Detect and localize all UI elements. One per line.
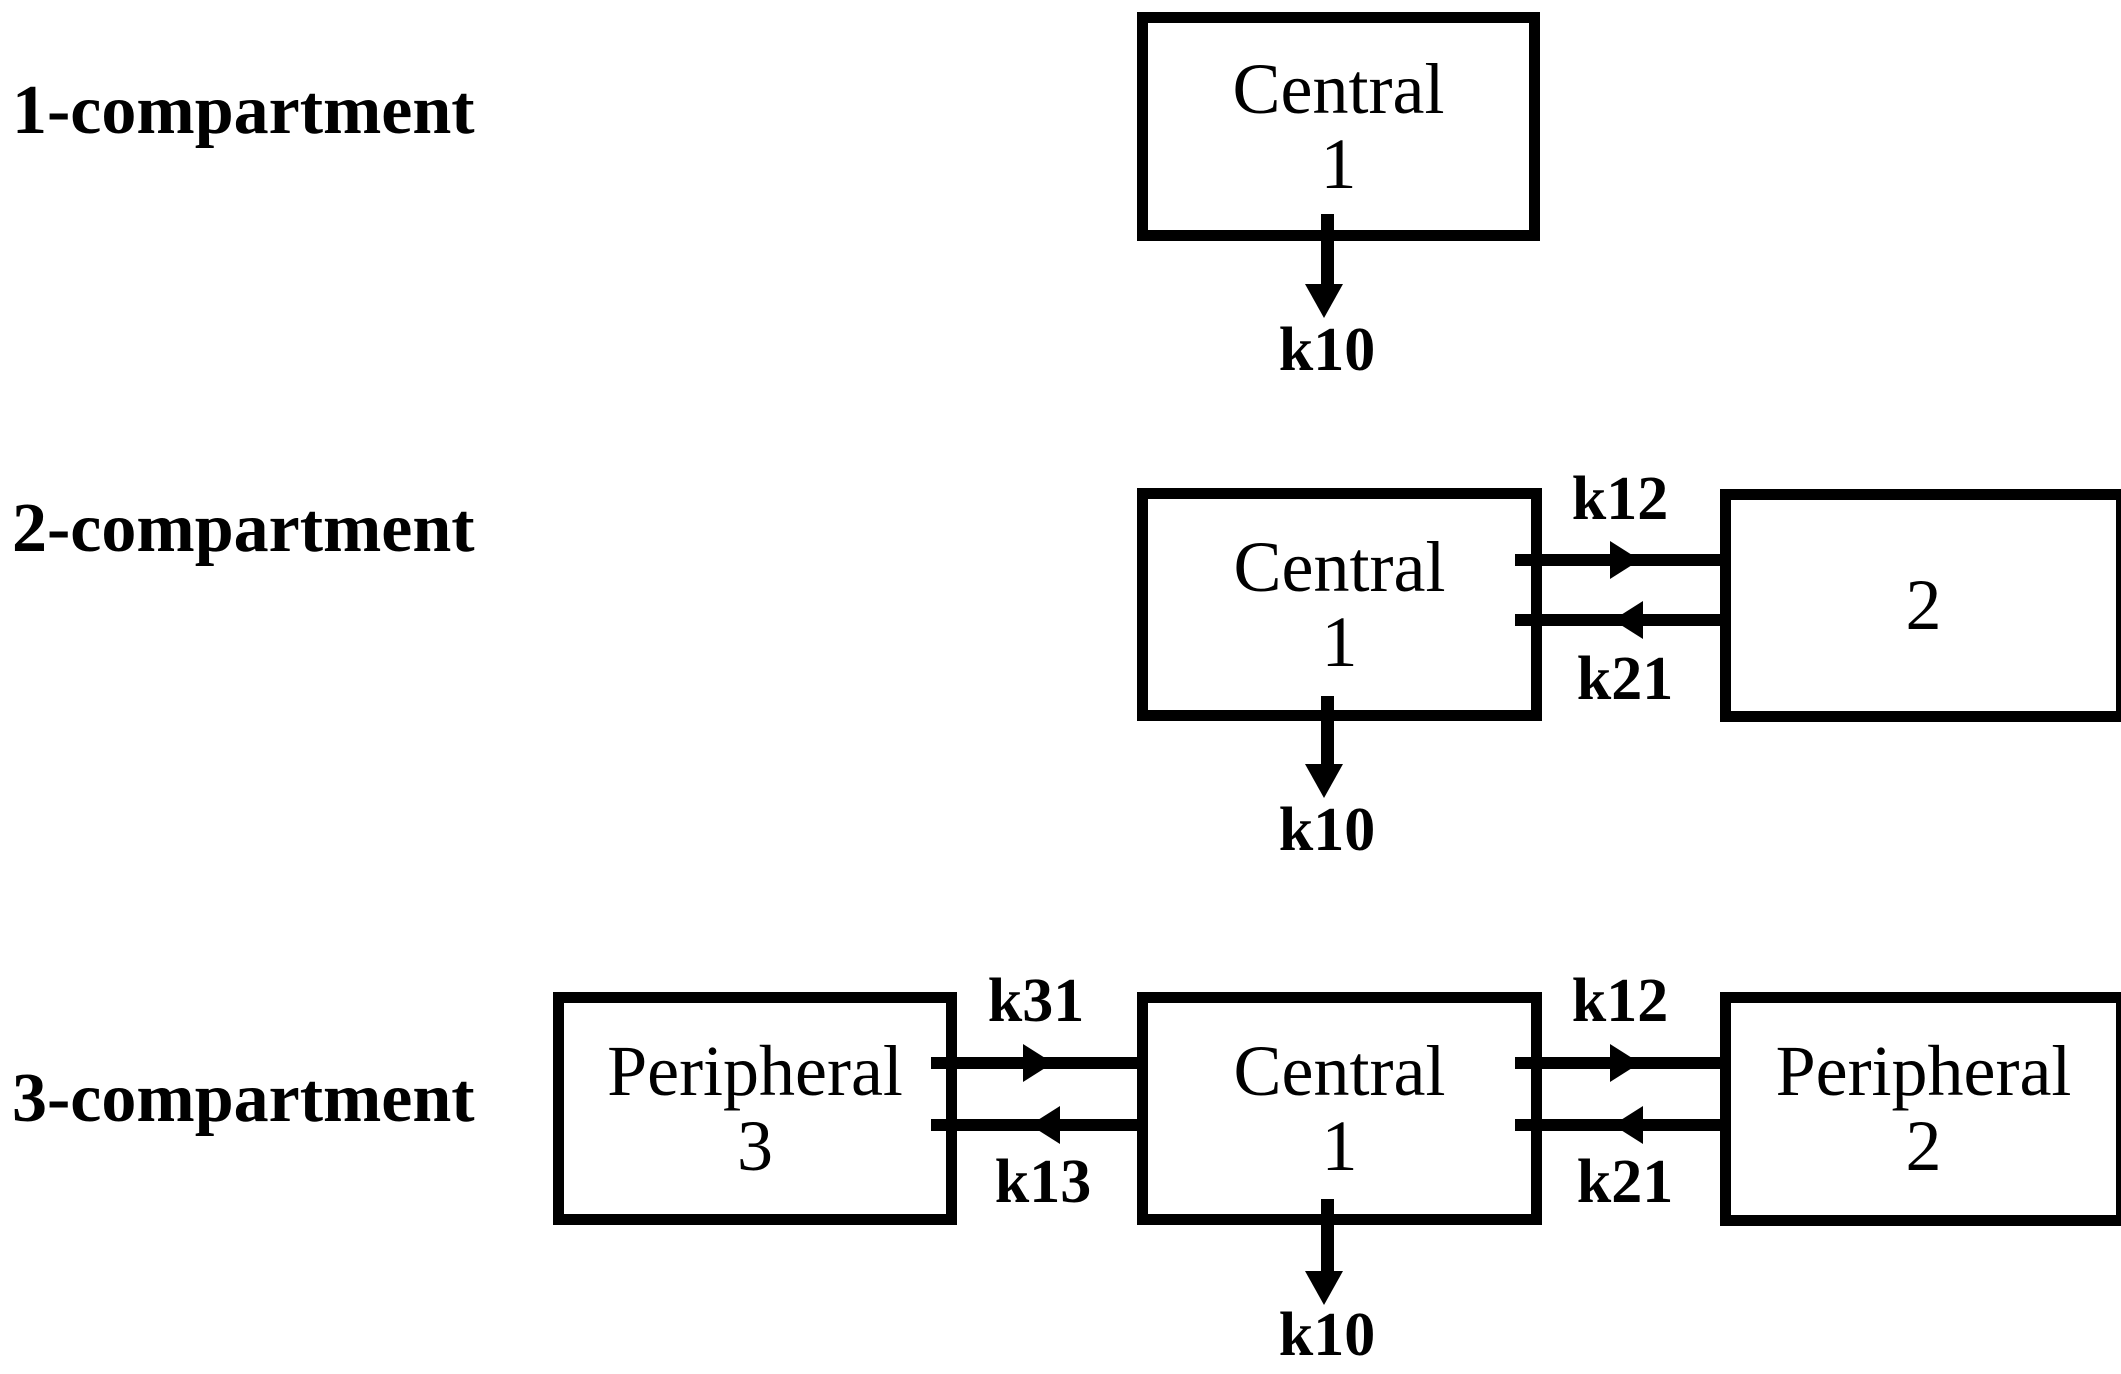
model2-k21-arrowhead-left-icon (1613, 601, 1643, 639)
model2-k12-arrowhead-right-icon (1610, 541, 1640, 579)
model3-k10-label: k10 (1278, 1301, 1376, 1369)
model2-compartment2-box-number: 2 (1905, 565, 1942, 645)
model3-k31-label: k31 (987, 967, 1085, 1035)
model3-peripheral2-box-title: Peripheral (1775, 1031, 2072, 1111)
model3-peripheral3-box-number: 3 (737, 1105, 773, 1186)
model3-central-box-title: Central (1233, 1030, 1446, 1111)
model3-peripheral2-box-number: 2 (1905, 1106, 1942, 1186)
model3-peripheral3-box-title: Peripheral (607, 1030, 903, 1111)
model3-central-box: Central 1 (1137, 992, 1542, 1225)
model3-k31-arrowhead-right-icon (1023, 1044, 1053, 1082)
model1-k10-label: k10 (1278, 316, 1376, 384)
model2-k10-arrowhead-down-icon (1305, 764, 1343, 798)
model3-k13-label: k13 (994, 1148, 1092, 1216)
model1-section-label: 1-compartment (12, 72, 475, 149)
model3-k12-label: k12 (1571, 967, 1669, 1035)
model1-central-box-number: 1 (1320, 123, 1357, 204)
model3-k21-arrowhead-left-icon (1613, 1106, 1643, 1144)
model3-central-box-number: 1 (1321, 1105, 1358, 1186)
model2-k12-label: k12 (1571, 465, 1669, 533)
model1-k10-arrow-stem (1321, 214, 1334, 286)
model2-compartment2-box: 2 (1720, 489, 2121, 722)
model3-section-label: 3-compartment (12, 1060, 475, 1137)
model2-central-box-title: Central (1233, 526, 1446, 607)
model3-peripheral3-box: Peripheral 3 (553, 992, 957, 1225)
model2-k21-label: k21 (1576, 645, 1674, 713)
model3-k10-arrow-stem (1321, 1199, 1334, 1273)
model2-section-label: 2-compartment (12, 490, 475, 567)
model2-k10-arrow-stem (1321, 696, 1334, 766)
model3-peripheral2-box: Peripheral 2 (1720, 992, 2121, 1226)
model1-central-box: Central 1 (1137, 12, 1540, 241)
model3-k21-label: k21 (1576, 1148, 1674, 1216)
model3-k13-arrowhead-left-icon (1030, 1106, 1060, 1144)
model3-k10-arrowhead-down-icon (1305, 1271, 1343, 1305)
model2-central-box: Central 1 (1137, 488, 1542, 721)
model2-k10-label: k10 (1278, 796, 1376, 864)
model1-k10-arrowhead-down-icon (1305, 284, 1343, 318)
model3-k12-arrowhead-right-icon (1610, 1044, 1640, 1082)
model2-central-box-number: 1 (1321, 601, 1358, 682)
model1-central-box-title: Central (1232, 48, 1445, 129)
